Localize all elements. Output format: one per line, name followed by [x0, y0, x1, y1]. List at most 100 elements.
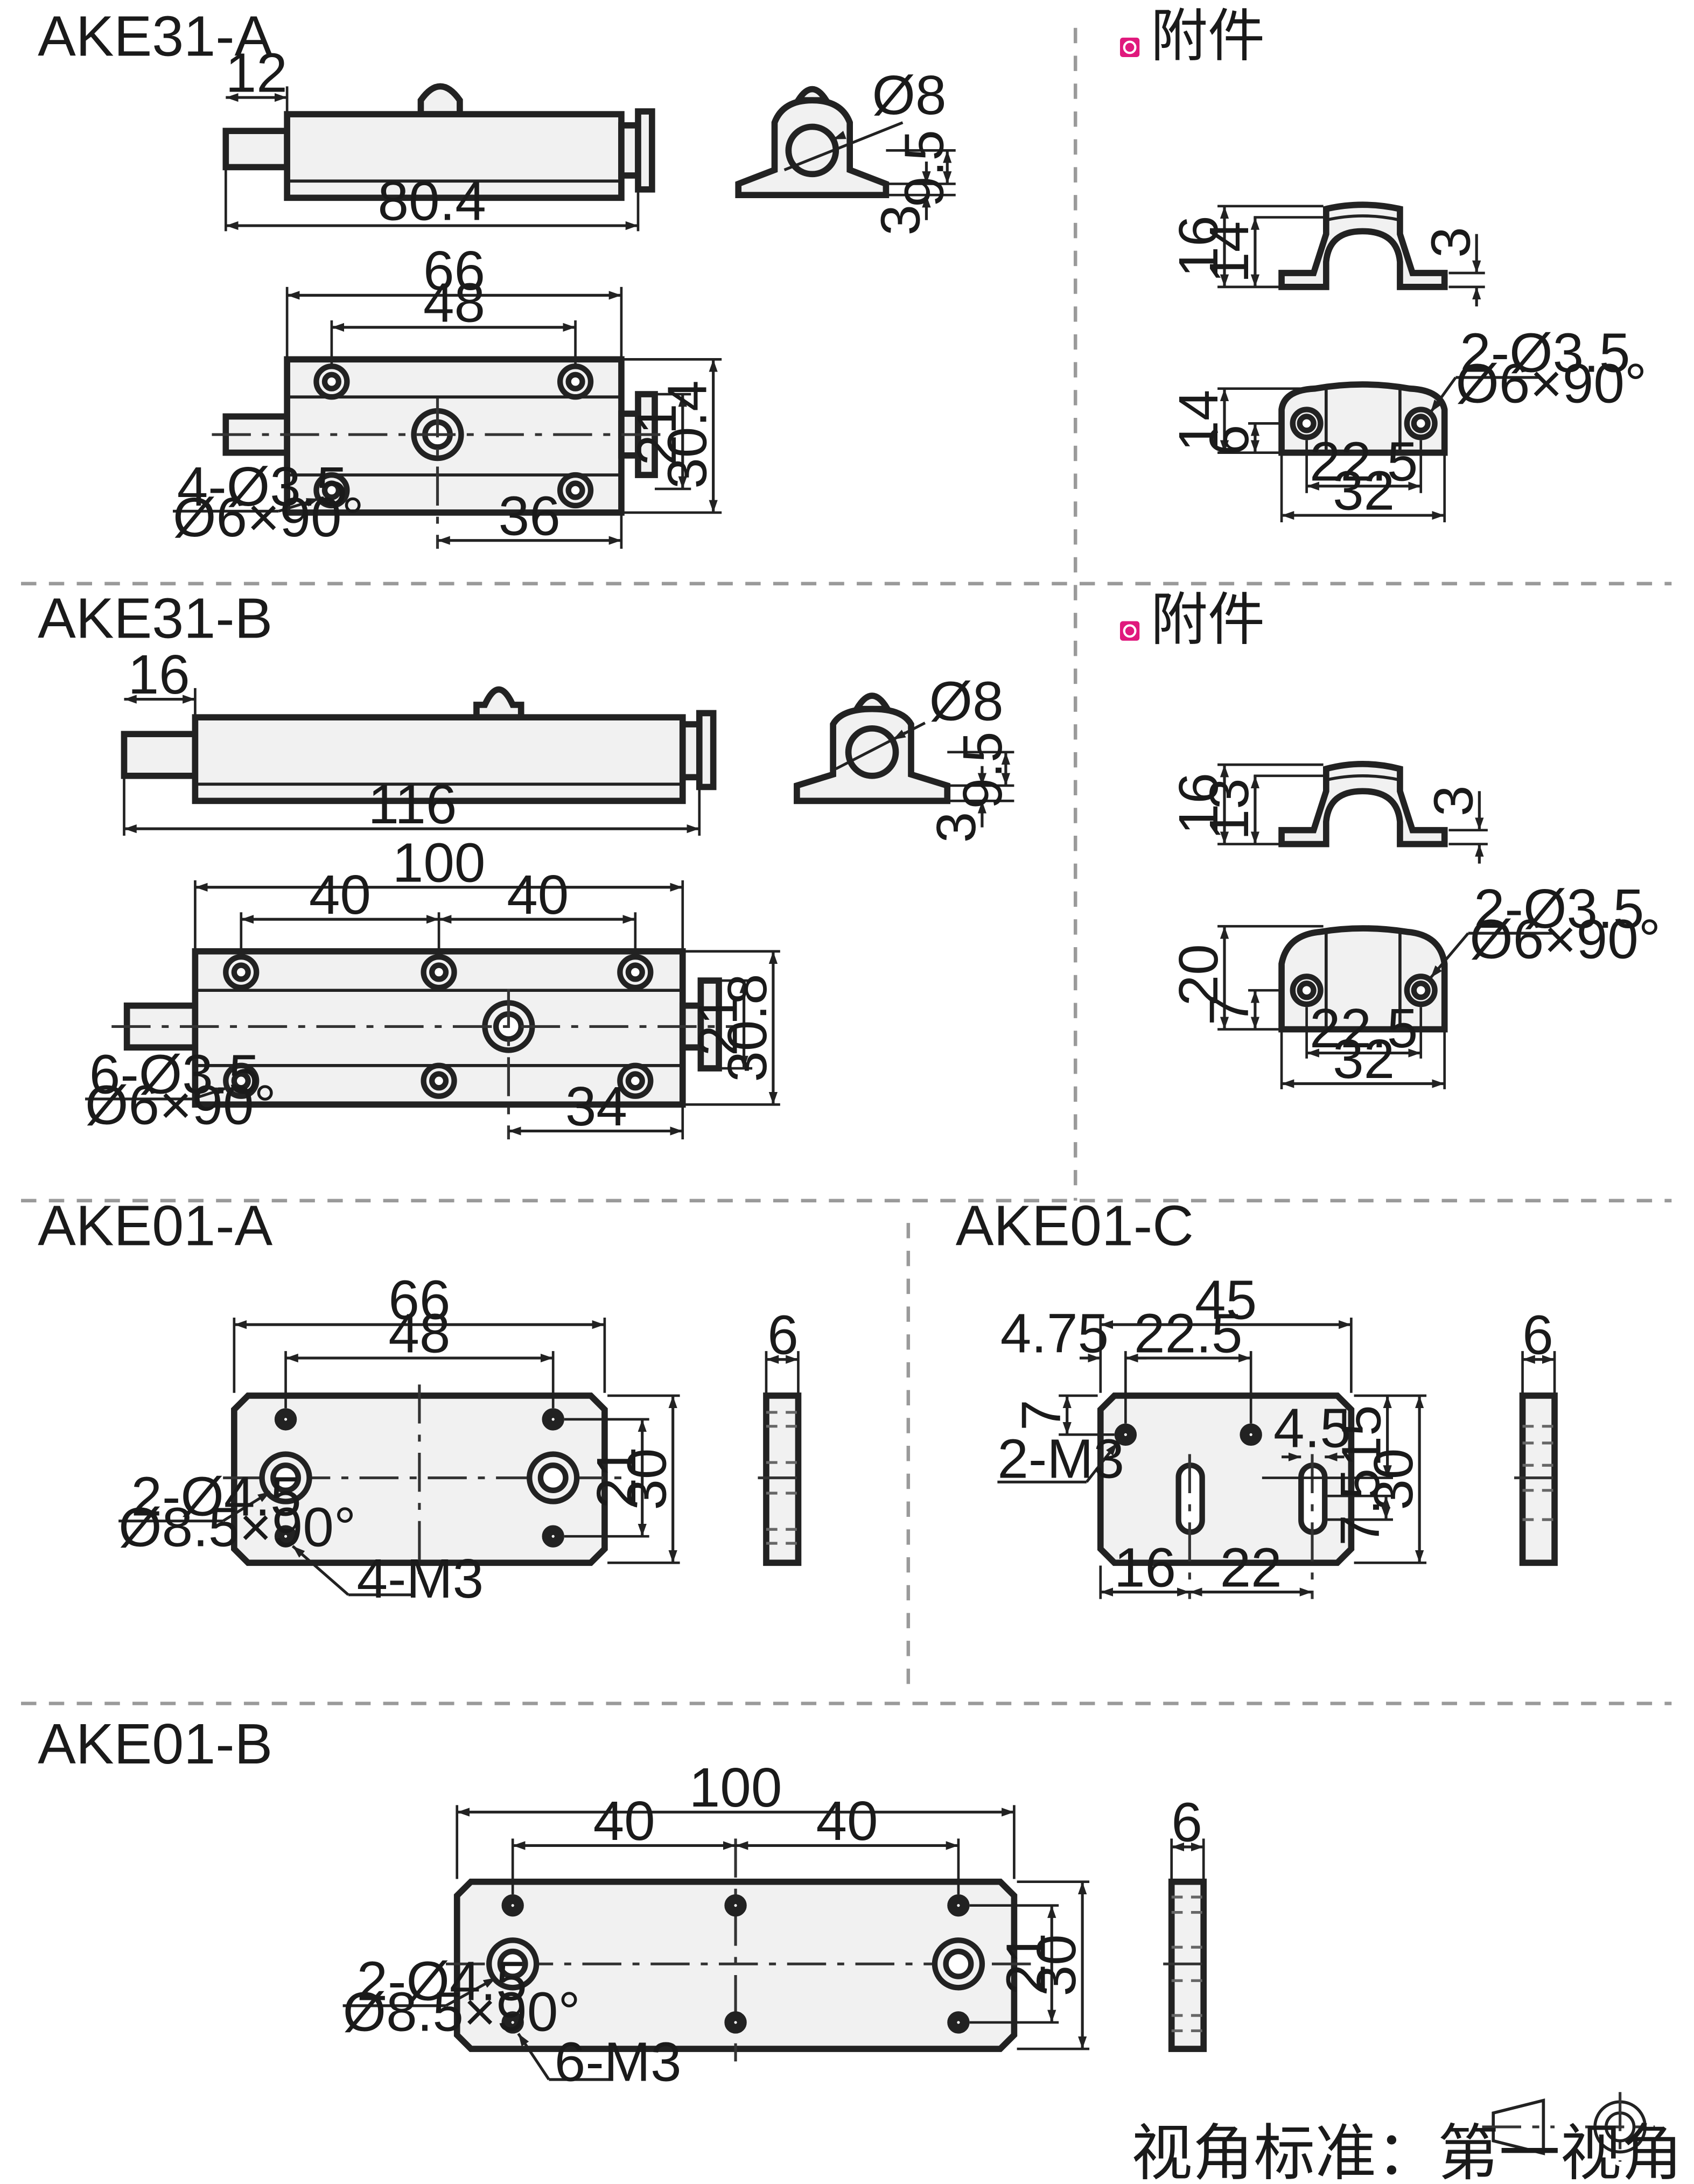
dim-hole-pitch-right: 40: [507, 863, 569, 926]
dim-accessory-hole-offset: 7: [1198, 995, 1260, 1026]
ake31a-end-view: 9.5 3 Ø8: [735, 64, 956, 236]
accessory-hole-callout-countersink: Ø6×90°: [1469, 908, 1661, 970]
dim-handle-width: 21: [625, 404, 688, 466]
accessory-label: 附件: [1151, 588, 1265, 652]
section-separators: [21, 27, 1672, 1705]
section-ake31a: AKE31-A 12 80.4 9.5 3 Ø8: [38, 4, 1647, 549]
dim-overall-length: 80.4: [377, 170, 486, 232]
dim-accessory-width: 32: [1333, 459, 1395, 522]
dim-thread-pitch: 21: [585, 1447, 647, 1509]
counterbore-callout-count: 2-Ø4.5: [356, 1950, 527, 2012]
dim-hole-pitch-left: 40: [593, 1789, 655, 1852]
dim-accessory-hole-pitch: 22.5: [1310, 430, 1418, 492]
projection-circles-icon: [1585, 2092, 1655, 2162]
thread-callout: 2-M3: [997, 1427, 1124, 1490]
dim-hole-pitch-right: 40: [816, 1789, 878, 1852]
dim-plate-width: 30: [1362, 1448, 1424, 1510]
ake01c-plate-top-view: 45 4.75 22.5 7 15 30 4.5 7.5 16 22 2-M3: [997, 1269, 1427, 1599]
dim-plate-thickness: 6: [1171, 1791, 1202, 1853]
section-title: AKE01-C: [956, 1194, 1194, 1258]
hole-callout-countersink: Ø6×90°: [173, 486, 364, 548]
dim-thread-pitch: 21: [994, 1933, 1056, 1995]
accessory-label: 附件: [1151, 4, 1265, 68]
accessory-marker-icon: [1120, 621, 1140, 641]
dim-accessory-hole-offset: 6: [1198, 425, 1260, 456]
dim-plate-length: 66: [388, 1269, 450, 1331]
dim-thread-pitch: 22.5: [1134, 1302, 1242, 1364]
thread-callout: 4-M3: [356, 1547, 484, 1609]
dim-slot-length: 7.5: [1328, 1468, 1391, 1546]
dim-pin-diameter: Ø8: [929, 669, 1004, 732]
section-title: AKE31-B: [38, 587, 272, 650]
dim-pin-diameter: Ø8: [872, 64, 947, 126]
ake31b-side-view: 16 116: [121, 643, 717, 836]
dim-slot-width: 4.5: [1273, 1397, 1351, 1459]
hole-callout-countersink: Ø6×90°: [85, 1073, 276, 1136]
dim-accessory-height: 16: [1167, 773, 1229, 835]
dim-hole-pitch-left: 40: [309, 863, 371, 926]
projection-label: 视角标准：第一视角: [1131, 2119, 1683, 2184]
dim-bolt-extension: 12: [226, 41, 288, 104]
dim-accessory-depth: 14: [1167, 390, 1229, 452]
section-title: AKE31-A: [38, 4, 272, 68]
dim-plate-thickness: 6: [767, 1303, 799, 1366]
dim-body-width: 30.4: [656, 380, 718, 488]
thread-callout: 6-M3: [555, 2031, 682, 2093]
dim-accessory-hole-pitch: 22.5: [1310, 997, 1418, 1059]
accessory-hole-callout-countersink: Ø6×90°: [1455, 352, 1647, 415]
projection-cone-icon: [1492, 2098, 1545, 2155]
dim-plate-width: 30: [615, 1448, 678, 1510]
projection-symbol: 视角标准：第一视角: [1131, 2092, 1683, 2184]
dim-body-length: 100: [393, 831, 486, 893]
ake01c-plate-side-view: 6: [1514, 1303, 1563, 1566]
section-title: AKE01-A: [38, 1194, 272, 1258]
counterbore-callout-countersink: Ø8.5×90°: [343, 1980, 580, 2042]
dim-handle-offset: 34: [565, 1075, 627, 1137]
dim-plate-length: 45: [1195, 1269, 1257, 1331]
dim-body-length: 66: [423, 239, 485, 302]
dim-base-thickness: 3: [869, 205, 932, 236]
dim-slot-offset: 16: [1114, 1536, 1176, 1598]
ake31a-top-view: 66 48 21 30.4 36 4-Ø3.5 Ø6×90°: [173, 239, 722, 549]
section-ake01a: AKE01-A 66 48 21 30 2-Ø4.5 Ø8.5×90° 4-M3: [38, 1194, 807, 1609]
ake01a-plate-side-view: 6: [758, 1303, 807, 1566]
dim-accessory-width: 32: [1333, 1027, 1395, 1090]
dim-overall-length: 116: [368, 773, 457, 835]
section-title: AKE01-B: [38, 1712, 272, 1776]
dim-bolt-extension: 16: [128, 643, 190, 705]
dim-hole-pitch: 48: [388, 1302, 450, 1364]
dim-base-thickness: 3: [925, 812, 987, 843]
ake01a-plate-top-view: 66 48 21 30 2-Ø4.5 Ø8.5×90° 4-M3: [118, 1269, 680, 1609]
counterbore-callout-count: 2-Ø4.5: [131, 1465, 301, 1527]
ake01b-plate-side-view: 6: [1163, 1791, 1212, 2052]
dim-plate-thickness: 6: [1522, 1303, 1553, 1366]
counterbore-callout-countersink: Ø8.5×90°: [118, 1495, 356, 1558]
dim-edge-offset: 4.75: [1000, 1302, 1109, 1364]
accessory-hole-callout-count: 2-Ø3.5: [1460, 321, 1630, 384]
dim-pin-height: 9.5: [951, 732, 1013, 809]
ake31b-top-view: 100 40 40 21 30.8 34 6-Ø3.5 Ø6×90°: [85, 831, 780, 1139]
dim-plate-length: 100: [689, 1756, 782, 1818]
dim-plate-width: 30: [1025, 1934, 1087, 1996]
dim-accessory-depth: 20: [1167, 944, 1229, 1006]
dim-accessory-height: 16: [1167, 215, 1229, 277]
section-ake01b: AKE01-B 100 40 40 21 30 2-Ø4.5 Ø8.5×90°: [38, 1712, 1212, 2093]
dim-body-width: 30.8: [716, 974, 778, 1082]
dim-slot-pitch: 22: [1220, 1536, 1282, 1598]
hole-callout-count: 6-Ø3.5: [89, 1043, 260, 1105]
dim-thread-edge-offset: 7: [1010, 1399, 1072, 1431]
dim-hole-pitch: 48: [423, 271, 485, 334]
section-ake01c: AKE01-C 45 4.75 22.5 7 15 30: [956, 1194, 1563, 1599]
dim-pin-height: 9.5: [892, 130, 955, 207]
dim-handle-offset: 36: [499, 484, 561, 547]
ake31b-end-view: 9.5 3 Ø8: [794, 669, 1014, 843]
dim-accessory-inner-height: 13: [1198, 778, 1260, 840]
ake01b-plate-top-view: 100 40 40 21 30 2-Ø4.5 Ø8.5×90° 6-M3: [342, 1756, 1090, 2093]
section-ake31b: AKE31-B 16 116 9.5 3 Ø8: [38, 587, 1661, 1139]
hole-callout-count: 4-Ø3.5: [177, 455, 347, 517]
accessory-marker-icon: [1120, 37, 1140, 58]
dim-accessory-flange: 3: [1419, 227, 1481, 258]
ake31a-side-view: 12 80.4: [222, 41, 655, 232]
